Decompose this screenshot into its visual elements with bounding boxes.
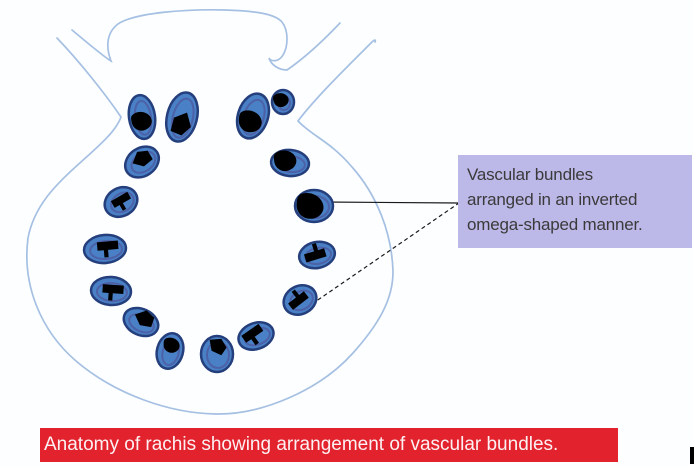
xylem-patch — [134, 310, 155, 328]
annotation-line-1: Vascular bundles — [467, 165, 593, 184]
vascular-bundle-1 — [127, 93, 157, 141]
annotation-line-3: omega-shaped manner. — [467, 215, 643, 234]
vascular-bundle-4 — [270, 88, 296, 116]
vascular-bundle-5 — [123, 145, 161, 179]
annotation-line-2: arranged in an inverted — [467, 190, 638, 209]
xylem-patch — [288, 289, 309, 310]
annotation-box: Vascular bundles arranged in an inverted… — [458, 155, 692, 248]
vascular-bundle-7 — [82, 233, 128, 265]
vascular-bundle-3 — [235, 92, 271, 140]
bundle-inner-ring — [110, 191, 135, 214]
bundle-body — [237, 321, 275, 351]
vascular-bundle-13 — [282, 284, 318, 316]
xylem-patch — [170, 112, 191, 136]
vascular-bundle-11 — [199, 334, 235, 374]
xylem-patch — [296, 192, 324, 219]
xylem-patch — [241, 323, 264, 346]
xylem-patch — [163, 337, 180, 353]
xylem-patch — [96, 240, 119, 258]
rachis-outline-top — [71, 8, 341, 71]
xylem-patch — [102, 284, 124, 301]
bundle-inner-ring — [170, 97, 195, 139]
bundle-inner-ring — [95, 282, 128, 303]
xylem-patch — [131, 111, 152, 131]
vascular-bundle-2 — [164, 91, 200, 143]
xylem-patch — [303, 243, 327, 263]
vascular-bundle-12 — [237, 321, 275, 351]
pointer-line-1 — [321, 201, 460, 204]
vascular-bundle-9 — [122, 306, 160, 338]
text-cursor — [690, 447, 694, 464]
xylem-patch — [273, 150, 297, 172]
bundle-inner-ring — [89, 239, 124, 260]
xylem-patch — [238, 110, 262, 133]
rachis-outline-body — [26, 37, 394, 415]
xylem-patch — [273, 93, 289, 108]
vascular-bundle-6 — [103, 185, 139, 219]
xylem-patch — [132, 150, 153, 167]
xylem-patch — [209, 338, 227, 356]
pointer-line-2 — [311, 202, 460, 305]
vascular-bundle-10 — [155, 332, 185, 370]
vascular-bundle-16 — [293, 188, 335, 224]
vascular-bundle-15 — [269, 148, 311, 178]
figure-caption: Anatomy of rachis showing arrangement of… — [40, 428, 618, 462]
vascular-bundle-8 — [89, 275, 133, 307]
vascular-bundle-14 — [297, 240, 337, 270]
xylem-patch — [110, 191, 132, 211]
